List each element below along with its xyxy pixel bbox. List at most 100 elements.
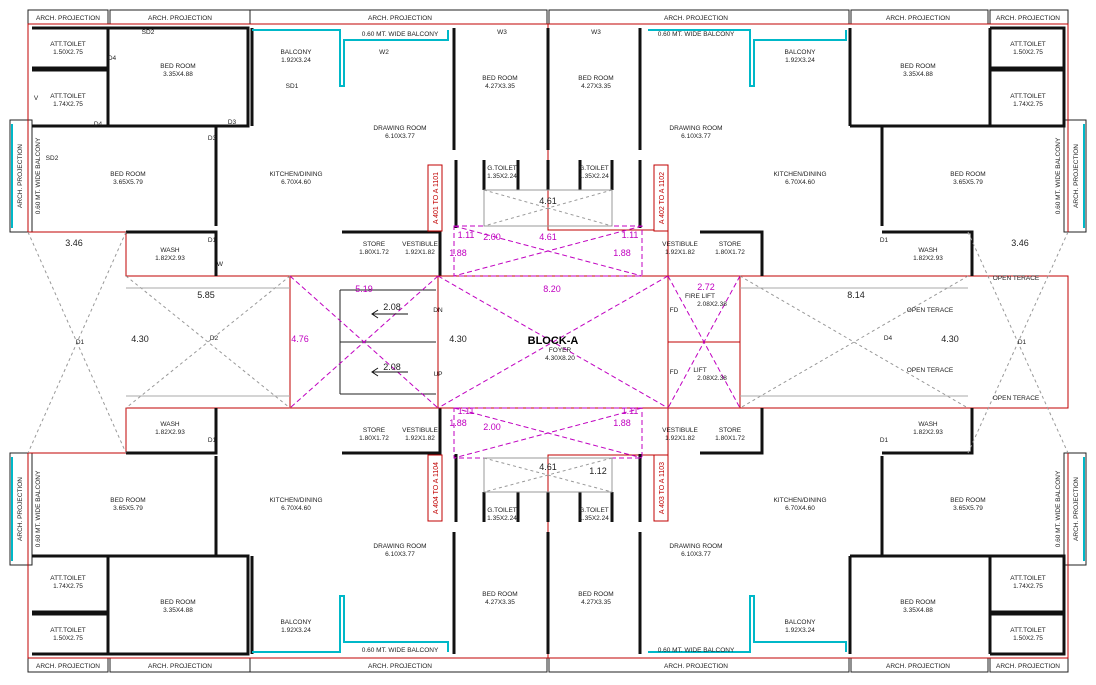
arch-projection-label-t3: ARCH. PROJECTION [368, 15, 432, 22]
door-tag-d1: D1 [208, 437, 217, 444]
store-size: 1.80X1.72 [715, 249, 745, 256]
arch-projection-label-b5: ARCH. PROJECTION [886, 663, 950, 670]
dim-585: 5.85 [197, 290, 215, 300]
unit-tag-br: A 403 TO A 1103 [659, 462, 666, 514]
bed-room-label: BED ROOM [160, 63, 195, 70]
att-toilet-label: ATT.TOILET [50, 41, 86, 48]
att-toilet-size: 1.74X2.75 [1013, 101, 1043, 108]
dim-200: 2.00 [483, 422, 501, 432]
side-balcony-label: 0.60 MT. WIDE BALCONY [1055, 137, 1062, 214]
open-terace-label: OPEN TERACE [907, 307, 954, 314]
dim-200: 2.00 [483, 232, 501, 242]
g-toilet-size: 1.35X2.24 [579, 515, 609, 522]
dim-188: 1.88 [449, 248, 467, 258]
sliding-door-tag: SD2 [142, 29, 155, 36]
window-tag-w3: W3 [497, 29, 507, 36]
bed-room-size: 3.65X5.79 [113, 505, 143, 512]
drawing-room-label: DRAWING ROOM [669, 543, 722, 550]
stair-up-label: UP [433, 371, 442, 378]
door-tag-d3: D3 [208, 135, 217, 142]
bed-room-size: 4.27X3.35 [581, 83, 611, 90]
att-toilet-label: ATT.TOILET [1010, 627, 1046, 634]
arch-projection-label-t5: ARCH. PROJECTION [886, 15, 950, 22]
arch-projection-label-bl: ARCH. PROJECTION [36, 663, 100, 670]
open-terace-label: OPEN TERACE [993, 395, 1040, 402]
bed-room-label: BED ROOM [578, 591, 613, 598]
window-tag-w: W [217, 261, 224, 268]
unit-tag-tr: A 402 TO A 1102 [659, 172, 666, 224]
vestibule-size: 1.92X1.82 [405, 435, 435, 442]
door-tag-d1: D1 [76, 339, 85, 346]
bed-room-size: 3.65X5.79 [953, 505, 983, 512]
g-toilet-size: 1.35X2.24 [487, 173, 517, 180]
bed-room-label: BED ROOM [578, 75, 613, 82]
bed-room-label: BED ROOM [110, 171, 145, 178]
kitchen-size: 6.70X4.60 [281, 179, 311, 186]
dim-430: 4.30 [131, 334, 149, 344]
dim-430: 4.30 [941, 334, 959, 344]
att-toilet-label: ATT.TOILET [50, 93, 86, 100]
side-arch-projection: ARCH. PROJECTION [1073, 144, 1080, 208]
dim-111: 1.11 [622, 230, 639, 240]
dim-346: 3.46 [1011, 238, 1029, 248]
bed-room-size: 3.35X4.88 [163, 71, 193, 78]
stair-arrow-icon [371, 367, 408, 377]
arch-projection-label-tl: ARCH. PROJECTION [36, 15, 100, 22]
bed-room-size: 3.65X5.79 [113, 179, 143, 186]
door-tag-d2: D2 [210, 335, 219, 342]
dim-272: 2.72 [697, 282, 715, 292]
kitchen-size: 6.70X4.60 [281, 505, 311, 512]
drawing-room-size: 6.10X3.77 [681, 551, 711, 558]
lift-size: 2.08X2.38 [697, 375, 727, 382]
att-toilet-size: 1.50X2.75 [53, 49, 83, 56]
door-tag-d4: D4 [884, 335, 893, 342]
wash-label: WASH [918, 421, 938, 428]
dim-188: 1.88 [613, 248, 631, 258]
arch-projection-label-t4: ARCH. PROJECTION [664, 15, 728, 22]
dim-814: 8.14 [847, 290, 865, 300]
wash-size: 1.82X2.93 [913, 429, 943, 436]
balcony-label: BALCONY [784, 49, 816, 56]
door-tag-d1: D1 [208, 237, 217, 244]
g-toilet-label: G.TOILET [579, 507, 609, 514]
kitchen-label: KITCHEN/DINING [269, 497, 322, 504]
wash-label: WASH [160, 421, 180, 428]
vestibule-label: VESTIBULE [402, 241, 438, 248]
fire-lift-size: 2.08X2.38 [697, 301, 727, 308]
bed-room-label: BED ROOM [950, 497, 985, 504]
door-tag-d1: D1 [880, 237, 889, 244]
door-tag-d1: D1 [880, 437, 889, 444]
kitchen-label: KITCHEN/DINING [269, 171, 322, 178]
store-size: 1.80X1.72 [359, 249, 389, 256]
side-arch-projection: ARCH. PROJECTION [17, 477, 24, 541]
arch-projection-label-b2: ARCH. PROJECTION [148, 663, 212, 670]
fire-door-tag: FD [670, 369, 679, 376]
drawing-room-size: 6.10X3.77 [681, 133, 711, 140]
wash-label: WASH [160, 247, 180, 254]
att-toilet-size: 1.50X2.75 [1013, 49, 1043, 56]
balcony-label: BALCONY [280, 49, 312, 56]
side-arch-projection: ARCH. PROJECTION [17, 144, 24, 208]
drawing-room-label: DRAWING ROOM [373, 125, 426, 132]
store-label: STORE [719, 241, 742, 248]
dim-112: 1.12 [589, 466, 607, 476]
dim-111: 1.11 [458, 230, 475, 240]
arch-projection-label-br: ARCH. PROJECTION [996, 663, 1060, 670]
kitchen-size: 6.70X4.60 [785, 179, 815, 186]
g-toilet-label: G.TOILET [487, 165, 517, 172]
dim-188: 1.88 [449, 418, 467, 428]
att-toilet-label: ATT.TOILET [50, 627, 86, 634]
balcony-strip-bl: 0.60 MT. WIDE BALCONY [362, 647, 439, 654]
store-label: STORE [719, 427, 742, 434]
window-tag-w3: W3 [591, 29, 601, 36]
kitchen-size: 6.70X4.60 [785, 505, 815, 512]
arch-projection-label-tr: ARCH. PROJECTION [996, 15, 1060, 22]
att-toilet-label: ATT.TOILET [1010, 93, 1046, 100]
att-toilet-size: 1.50X2.75 [53, 635, 83, 642]
bed-room-size: 3.65X5.79 [953, 179, 983, 186]
balcony-size: 1.92X3.24 [281, 57, 311, 64]
dim-346: 3.46 [65, 238, 83, 248]
dim-476: 4.76 [291, 334, 309, 344]
wash-size: 1.82X2.93 [155, 429, 185, 436]
